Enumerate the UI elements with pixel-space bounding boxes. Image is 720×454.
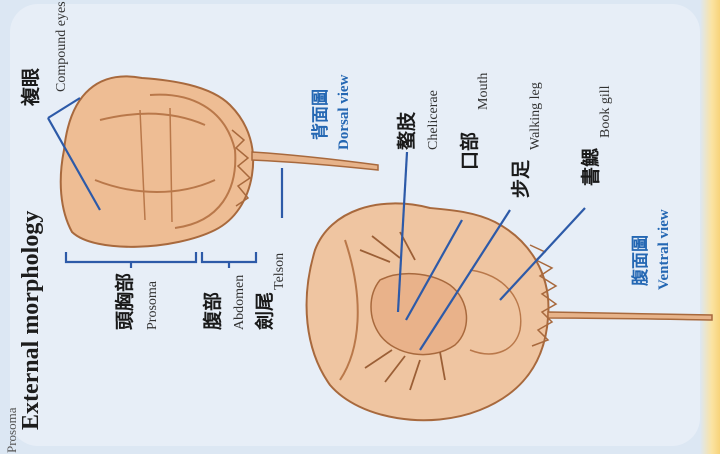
page-title: External morphology <box>18 211 45 430</box>
ventral-crab <box>307 203 712 420</box>
label-abdomen-en: Abdomen <box>232 275 248 330</box>
label-mouth-cn: 口部 <box>455 132 482 170</box>
label-chelicerae-en: Chelicerae <box>426 90 442 150</box>
label-book-gill-cn: 書鰓 <box>576 148 603 186</box>
label-walking-leg-cn: 步足 <box>506 160 533 198</box>
label-book-gill-en: Book gill <box>598 85 614 138</box>
dorsal-view-label-cn: 背面圖 <box>306 89 331 140</box>
label-compound-eyes-cn: 複眼 <box>16 68 43 106</box>
brackets <box>66 252 256 268</box>
label-mouth-en: Mouth <box>476 73 492 110</box>
ventral-view-label-cn: 腹面圖 <box>626 235 651 286</box>
label-chelicerae-cn: 螯肢 <box>392 112 419 150</box>
label-prosoma-en: Prosoma <box>145 281 161 330</box>
label-compound-eyes-en: Compound eyes <box>54 1 70 92</box>
label-telson-cn: 劍尾 <box>250 292 277 330</box>
label-walking-leg-en: Walking leg <box>528 82 544 150</box>
label-prosoma-cn: 頭胸部 <box>110 273 137 330</box>
ventral-view-label-en: Ventral view <box>656 209 673 290</box>
label-abdomen-cn: 腹部 <box>198 292 225 330</box>
label-telson-en: Telson <box>272 253 288 290</box>
dorsal-view-label-en: Dorsal view <box>336 75 353 150</box>
